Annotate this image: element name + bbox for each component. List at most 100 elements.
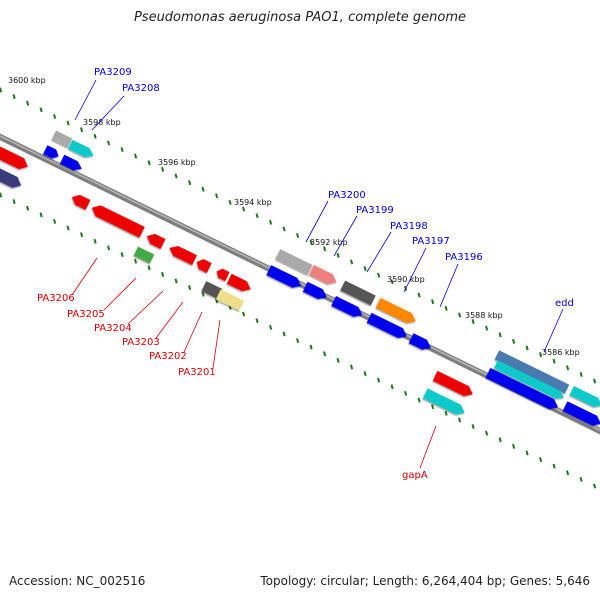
gene-arrow bbox=[68, 139, 94, 158]
leader-line bbox=[212, 319, 221, 369]
tick-marks bbox=[0, 87, 597, 489]
upper-tick bbox=[431, 299, 435, 305]
lower-tick bbox=[539, 457, 543, 463]
upper-tick bbox=[201, 186, 205, 192]
upper-tick bbox=[350, 259, 354, 265]
upper-tick bbox=[377, 272, 381, 278]
lower-tick bbox=[215, 298, 219, 304]
gene-arrow bbox=[331, 296, 363, 317]
gene-arrow-body bbox=[0, 165, 22, 188]
gene-arrow bbox=[0, 165, 22, 188]
lower-tick bbox=[566, 470, 570, 476]
lower-tick bbox=[377, 377, 381, 383]
upper-tick bbox=[566, 365, 570, 371]
lower-tick bbox=[485, 430, 489, 436]
gene-arrow bbox=[432, 370, 473, 397]
lower-tick bbox=[26, 205, 30, 211]
lower-tick bbox=[66, 225, 70, 231]
gene-arrow-body bbox=[68, 139, 94, 158]
gene-arrow-body bbox=[133, 246, 155, 264]
gene-arrow-body bbox=[146, 233, 166, 249]
leader-line bbox=[305, 200, 329, 243]
leader-line bbox=[366, 231, 392, 273]
scale-label: 3592 kbp bbox=[310, 238, 348, 247]
scale-label: 3600 kbp bbox=[8, 76, 46, 85]
lower-tick bbox=[390, 384, 394, 390]
upper-tick bbox=[269, 219, 273, 225]
label-leaders bbox=[71, 79, 564, 469]
gene-features bbox=[0, 130, 600, 426]
lower-tick bbox=[161, 271, 165, 277]
gene-arrow-body bbox=[51, 130, 73, 148]
scale-label: 3598 kbp bbox=[83, 118, 121, 127]
gene-label-PA3198: PA3198 bbox=[390, 221, 428, 232]
leader-line bbox=[71, 257, 98, 296]
upper-tick bbox=[147, 160, 151, 166]
gene-arrow bbox=[340, 280, 376, 306]
gene-arrow-body bbox=[302, 281, 327, 300]
upper-tick bbox=[390, 279, 394, 285]
leader-line bbox=[155, 301, 184, 339]
upper-tick bbox=[39, 107, 43, 113]
upper-tick bbox=[215, 193, 219, 199]
gene-label-gapA: gapA bbox=[402, 470, 428, 481]
leader-line bbox=[183, 311, 203, 353]
gene-arrow-body bbox=[91, 205, 145, 238]
upper-tick bbox=[323, 246, 327, 252]
gene-arrow-body bbox=[562, 401, 600, 426]
gene-arrow-body bbox=[422, 388, 465, 415]
gene-arrow bbox=[494, 350, 570, 394]
upper-tick bbox=[80, 127, 84, 133]
gene-arrow bbox=[375, 297, 416, 324]
lower-tick bbox=[458, 417, 462, 423]
upper-tick bbox=[471, 319, 475, 324]
gene-arrow bbox=[302, 281, 327, 300]
lower-tick bbox=[269, 324, 273, 330]
upper-tick bbox=[512, 338, 516, 344]
gene-arrow-body bbox=[569, 386, 600, 407]
gene-arrow bbox=[366, 312, 407, 339]
gene-labels: PA3209PA3208PA3200PA3199PA3198PA3197PA31… bbox=[37, 67, 574, 481]
upper-tick bbox=[228, 199, 232, 205]
upper-tick bbox=[107, 140, 111, 146]
gene-arrow-body bbox=[0, 143, 28, 170]
gene-arrow bbox=[201, 281, 223, 299]
gene-arrow-body bbox=[59, 154, 82, 171]
gene-arrow-body bbox=[43, 145, 59, 159]
gene-arrow-body bbox=[71, 194, 91, 210]
leader-line bbox=[103, 277, 137, 311]
scale-label: 3596 kbp bbox=[158, 158, 196, 167]
lower-tick bbox=[296, 338, 300, 343]
leader-line bbox=[419, 425, 437, 469]
lower-tick bbox=[188, 285, 192, 291]
lower-tick bbox=[498, 437, 502, 443]
upper-tick bbox=[417, 292, 421, 298]
upper-tick bbox=[309, 239, 313, 245]
gene-arrow bbox=[226, 273, 251, 292]
gene-arrow bbox=[408, 333, 431, 350]
lower-tick bbox=[552, 463, 556, 469]
gene-arrow bbox=[71, 194, 91, 210]
leader-line bbox=[543, 308, 564, 353]
lower-tick bbox=[336, 357, 340, 363]
gene-arrow-body bbox=[331, 296, 363, 317]
gene-arrow bbox=[51, 130, 73, 148]
gene-arrow bbox=[196, 259, 212, 274]
upper-tick bbox=[0, 87, 3, 93]
scale-label: 3586 kbp bbox=[542, 348, 580, 357]
lower-tick bbox=[12, 199, 16, 205]
lower-tick bbox=[282, 331, 286, 337]
upper-tick bbox=[12, 94, 16, 100]
upper-tick bbox=[552, 358, 556, 364]
gene-arrow bbox=[562, 401, 600, 426]
upper-tick bbox=[120, 147, 124, 152]
gene-arrow bbox=[266, 265, 302, 288]
lower-tick bbox=[444, 410, 448, 416]
gene-arrow bbox=[133, 246, 155, 264]
gene-arrow bbox=[169, 245, 197, 266]
gene-arrow bbox=[215, 289, 245, 311]
lower-tick bbox=[512, 443, 516, 449]
leader-line bbox=[333, 215, 358, 257]
leader-line bbox=[74, 79, 97, 121]
